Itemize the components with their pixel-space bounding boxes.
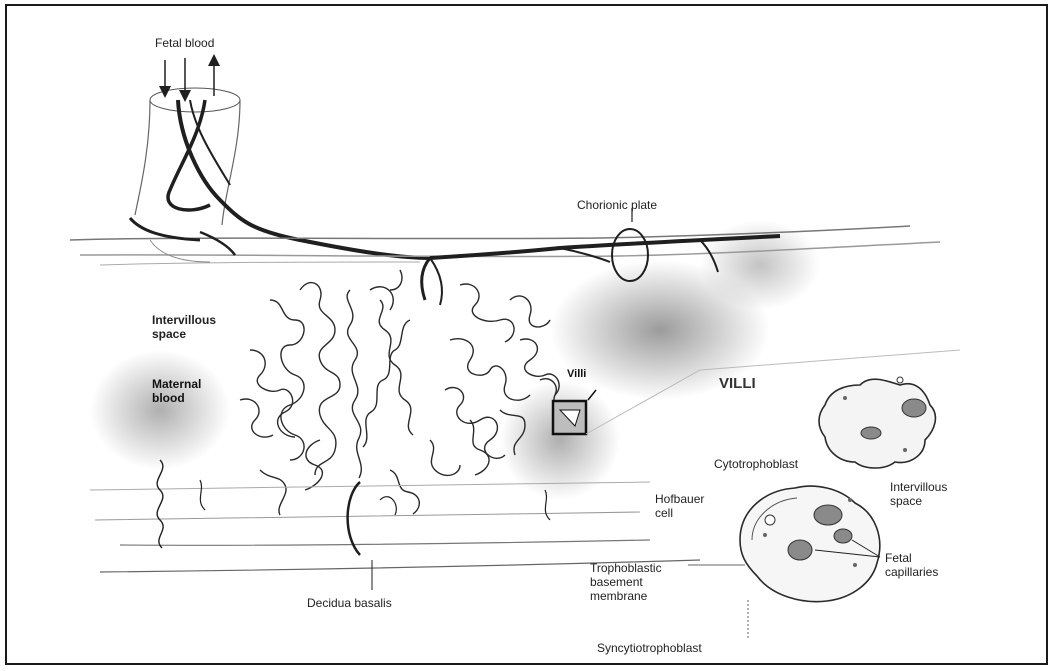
label-fetal-blood: Fetal blood <box>155 36 214 50</box>
label-chorionic-plate: Chorionic plate <box>577 198 657 212</box>
label-decidua-basalis: Decidua basalis <box>307 596 392 610</box>
villus-section-bottom <box>688 486 880 640</box>
umbilical-cord <box>135 58 430 258</box>
label-trophoblastic-membrane: Trophoblastic basement membrane <box>590 561 662 603</box>
label-hofbauer-cell: Hofbauer cell <box>655 492 704 520</box>
label-villi-box: Villi <box>567 367 586 381</box>
label-intervillous-space-inset: Intervillous space <box>890 480 947 508</box>
label-fetal-capillaries: Fetal capillaries <box>885 551 938 579</box>
label-cytotrophoblast: Cytotrophoblast <box>714 457 798 471</box>
label-maternal-blood: Maternal blood <box>152 377 201 405</box>
label-syncytiotrophoblast: Syncytiotrophoblast <box>597 641 702 655</box>
label-intervillous-space: Intervillous space <box>152 313 216 341</box>
label-villi-title: VILLI <box>719 377 756 391</box>
villus-section-top <box>819 377 935 468</box>
